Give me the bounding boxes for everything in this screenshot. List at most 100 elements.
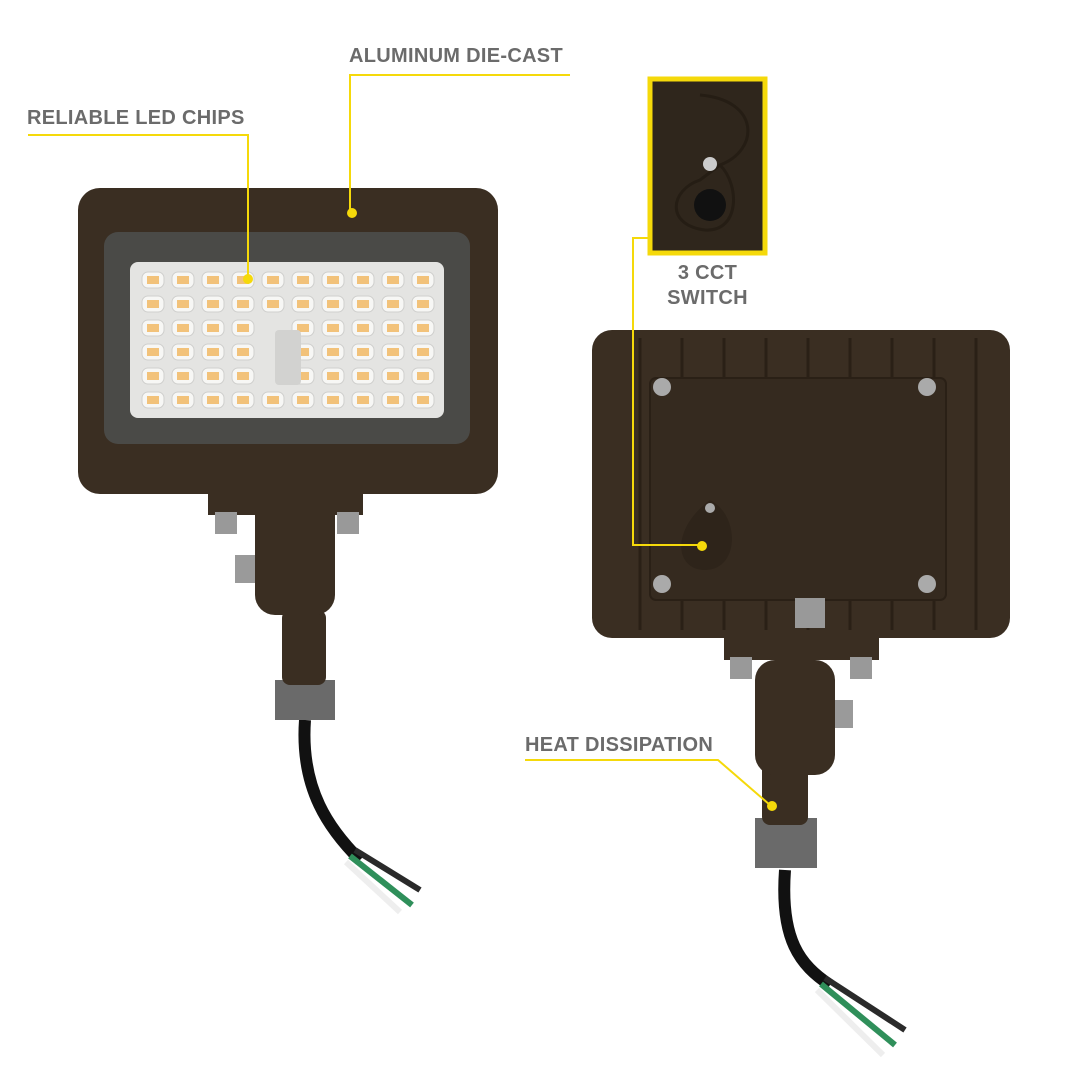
leader-heat [525,759,771,806]
wire-black [823,975,907,1033]
led-die [417,372,429,380]
led-die [177,396,189,404]
led-die [387,300,399,308]
led-die [177,372,189,380]
led-die [327,396,339,404]
led-die [207,348,219,356]
led-die [267,300,279,308]
screw-icon [653,378,671,396]
leader-die-cast [349,74,570,212]
led-die [297,396,309,404]
led-die [417,324,429,332]
label-cct-line2: SWITCH [667,287,748,309]
screw-icon [705,503,715,513]
led-die [417,396,429,404]
cable-gland [795,598,825,628]
led-die [147,300,159,308]
wire-black [353,847,422,893]
led-die [177,348,189,356]
switch-button[interactable] [694,189,726,221]
cct-switch-inset [647,76,768,256]
wire-green [819,981,897,1048]
led-die [237,396,249,404]
wire-white [343,859,403,915]
led-die [357,372,369,380]
led-die [417,276,429,284]
knuckle-mount [755,660,835,775]
led-die [147,324,159,332]
led-die [387,348,399,356]
led-die [357,324,369,332]
led-die [207,324,219,332]
led-die [147,396,159,404]
led-die [147,276,159,284]
led-die [417,300,429,308]
power-cable [298,719,365,865]
led-die [387,276,399,284]
leader-lines [28,74,771,806]
mount-bracket [208,490,363,515]
led-die [327,276,339,284]
bolt-icon [730,657,752,679]
led-die [237,276,249,284]
led-die [237,300,249,308]
led-die [387,396,399,404]
led-die [357,276,369,284]
screw-icon [918,575,936,593]
led-die [327,324,339,332]
bolt-icon [337,512,359,534]
led-die [237,324,249,332]
led-die [387,372,399,380]
led-die [147,372,159,380]
led-die [417,348,429,356]
led-die [387,324,399,332]
label-aluminum-die-cast: ALUMINUM DIE-CAST [349,45,563,67]
bolt-icon [835,700,853,728]
wire-green [348,853,414,908]
led-die [357,396,369,404]
led-die [267,396,279,404]
led-die [177,276,189,284]
led-die [207,300,219,308]
power-cable [778,869,834,990]
mount-arm [282,610,326,685]
led-die [327,300,339,308]
bolt-icon [235,555,255,583]
bolt-icon [215,512,237,534]
sensor-window [275,330,301,385]
knuckle-mount [255,495,335,615]
bolt-icon [850,657,872,679]
screw-icon [703,157,717,171]
conduit-fitting [275,680,335,720]
screw-icon [918,378,936,396]
led-die [297,324,309,332]
led-die [237,348,249,356]
led-die [147,348,159,356]
led-die [297,276,309,284]
rear-floodlight [592,330,1010,1058]
label-heat-dissipation: HEAT DISSIPATION [525,734,714,756]
led-die [327,372,339,380]
screw-icon [653,575,671,593]
led-die [297,372,309,380]
label-reliable-led-chips: RELIABLE LED CHIPS [27,107,245,129]
leader-led [28,134,249,275]
led-die [357,348,369,356]
switch-cover-outline [674,93,750,232]
conduit-fitting [755,818,817,868]
led-die [267,276,279,284]
wire-white [814,987,886,1058]
led-die [237,372,249,380]
led-die [207,396,219,404]
led-die [177,300,189,308]
front-floodlight [78,188,498,915]
led-die [177,324,189,332]
cct-switch-cover[interactable] [681,500,732,570]
leader-dots [243,208,777,811]
led-die [297,300,309,308]
led-die [207,276,219,284]
led-die [357,300,369,308]
label-cct-line1: 3 CCT [677,262,738,284]
